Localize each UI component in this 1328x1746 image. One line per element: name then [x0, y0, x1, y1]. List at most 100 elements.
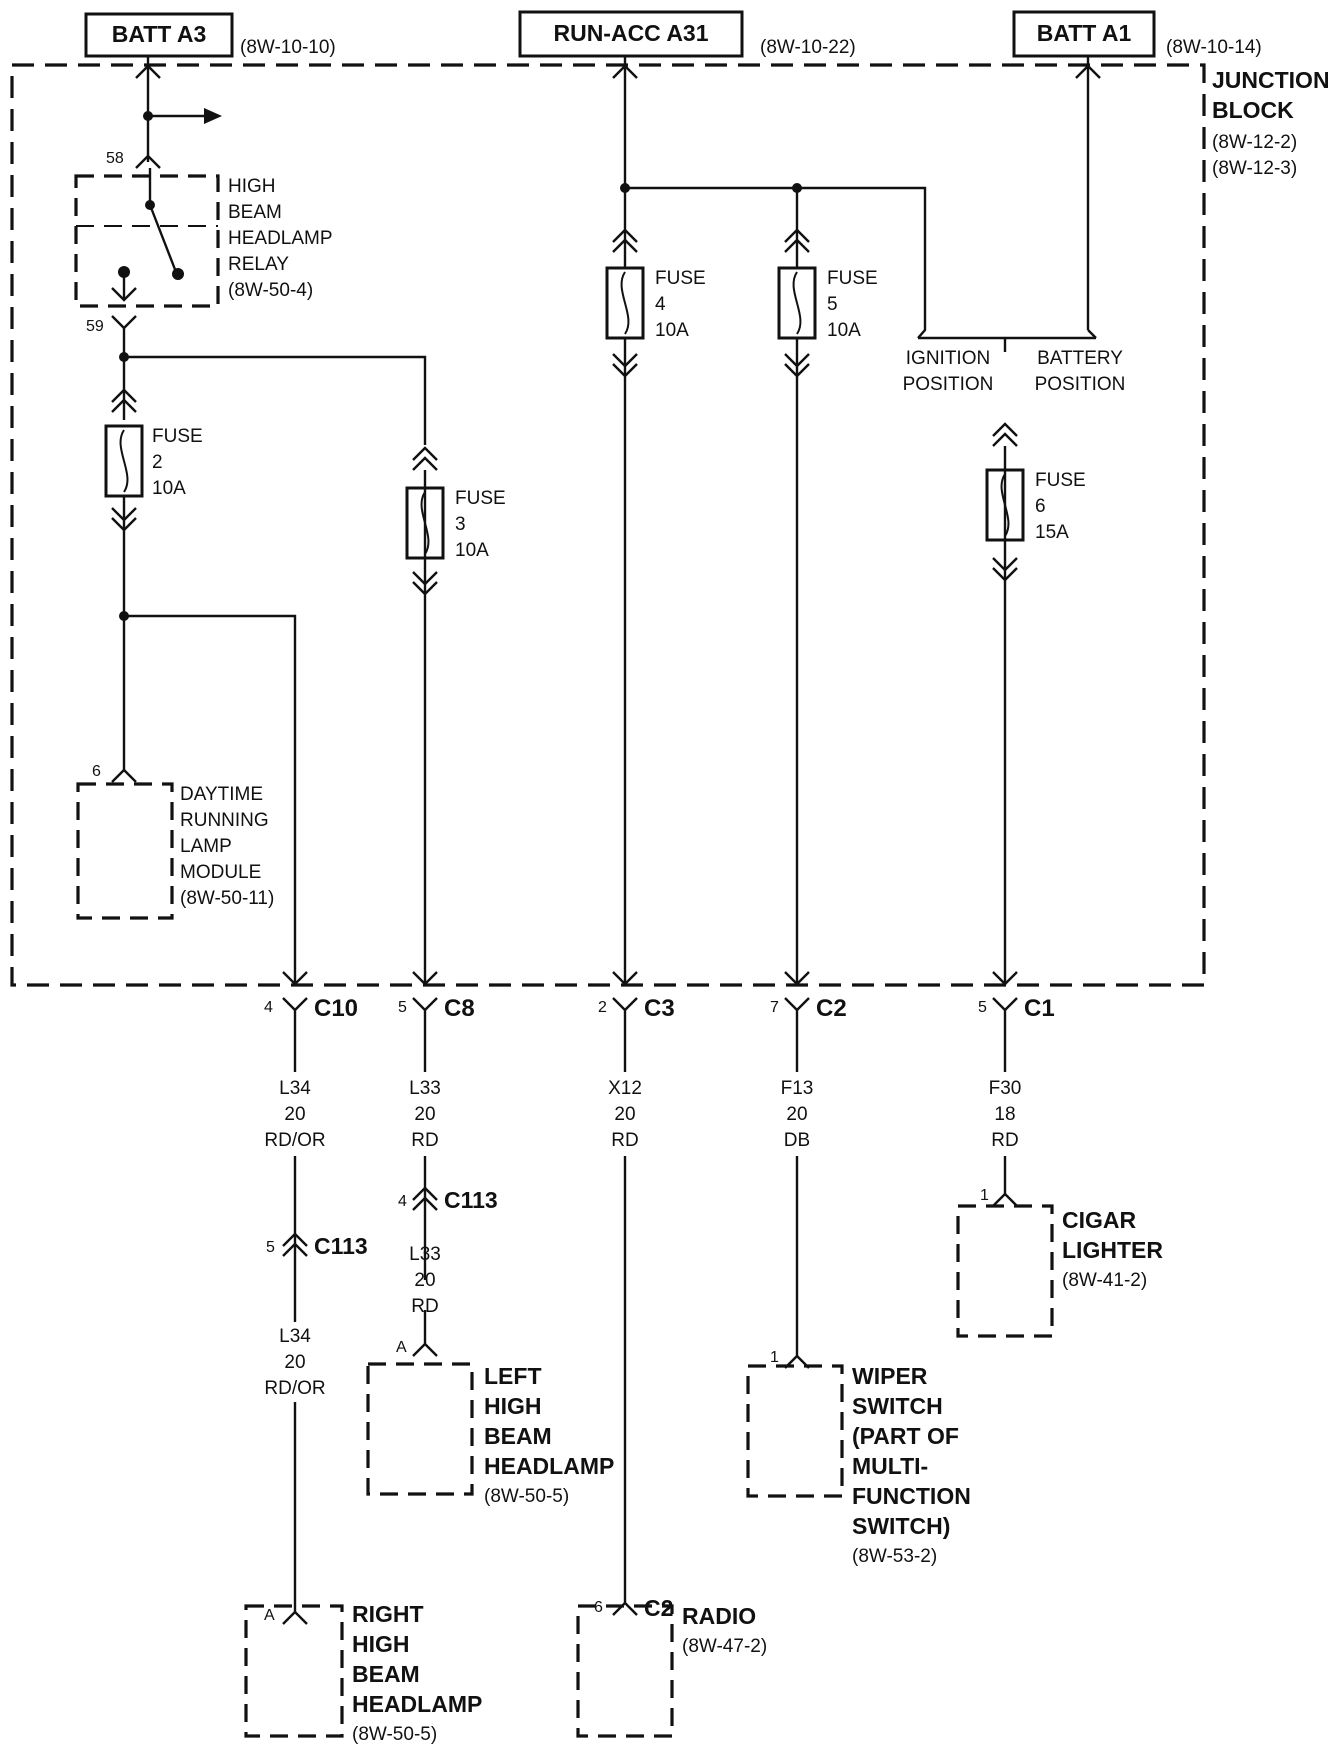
radio-ref: (8W-47-2)	[682, 1636, 767, 1657]
relay-label-line5: (8W-50-4)	[228, 280, 313, 301]
fuse-2: FUSE 2 10A	[104, 424, 297, 985]
inline-c113-right-pin: 5	[266, 1239, 275, 1256]
right-high-beam-headlamp: A RIGHT HIGH BEAM HEADLAMP (8W-50-5)	[244, 1601, 482, 1745]
relay-pin-58: 58	[106, 150, 124, 167]
fuse-6-label: FUSE	[1035, 470, 1086, 491]
left-high-beam-headlamp: A LEFT HIGH BEAM HEADLAMP (8W-50-5)	[366, 1339, 614, 1507]
junction-block-ref2: (8W-12-3)	[1212, 158, 1297, 179]
fuse-5-label: FUSE	[827, 268, 878, 289]
relay-label-line3: HEADLAMP	[228, 228, 333, 249]
wire-l34-gauge: 20	[284, 1104, 305, 1125]
left-headlamp-line1: LEFT	[484, 1363, 542, 1389]
right-headlamp-line4: HEADLAMP	[352, 1691, 482, 1717]
wire-f13-color: DB	[784, 1130, 810, 1151]
wire-f13-circuit: F13	[781, 1078, 814, 1099]
fuse-6: FUSE 6 15A	[985, 422, 1086, 985]
wire-f13: F13 20 DB	[781, 1078, 814, 1151]
fuse-6-number: 6	[1035, 496, 1046, 517]
fuse-3-label: FUSE	[455, 488, 506, 509]
wiper-switch-line5: FUNCTION	[852, 1483, 971, 1509]
wire-l34-lower-gauge: 20	[284, 1352, 305, 1373]
battery-position-line2: POSITION	[1035, 374, 1126, 395]
fuse-5-rating: 10A	[827, 320, 861, 341]
left-headlamp-pin: A	[396, 1339, 407, 1356]
wiper-switch-ref: (8W-53-2)	[852, 1546, 937, 1567]
inline-c113-left-name: C113	[444, 1187, 498, 1213]
wiper-switch-pin: 1	[770, 1349, 779, 1366]
wire-x12-gauge: 20	[614, 1104, 635, 1125]
cigar-lighter-line2: LIGHTER	[1062, 1237, 1163, 1263]
left-headlamp-line3: BEAM	[484, 1423, 552, 1449]
connector-c3-name: C3	[644, 995, 675, 1022]
connector-c2: 7 C2	[770, 971, 847, 1022]
fuse-2-number: 2	[152, 452, 163, 473]
drl-module: 6 DAYTIME RUNNING LAMP MODULE (8W-50-11)	[76, 763, 274, 920]
fuse-4-number: 4	[655, 294, 666, 315]
cigar-lighter-ref: (8W-41-2)	[1062, 1270, 1147, 1291]
fuse-3-rating: 10A	[455, 540, 489, 561]
connector-c2-pin: 7	[770, 999, 779, 1016]
relay-label-line1: HIGH	[228, 176, 276, 197]
left-headlamp-ref: (8W-50-5)	[484, 1486, 569, 1507]
wire-x12: X12 20 RD	[608, 1078, 642, 1151]
wire-l33-color: RD	[411, 1130, 438, 1151]
connector-c1-name: C1	[1024, 995, 1055, 1022]
fuse-3-number: 3	[455, 514, 466, 535]
wire-l34-circuit: L34	[279, 1078, 311, 1099]
circuit-batt-a1: IGNITION POSITION BATTERY POSITION	[903, 56, 1126, 395]
wire-x12-circuit: X12	[608, 1078, 642, 1099]
connector-c8: 5 C8	[398, 971, 475, 1022]
wiper-switch: 1 WIPER SWITCH (PART OF MULTI- FUNCTION …	[746, 1349, 971, 1567]
relay-label-line2: BEAM	[228, 202, 282, 223]
cigar-lighter: 1 CIGAR LIGHTER (8W-41-2)	[956, 1187, 1163, 1338]
relay-pin-59: 59	[86, 318, 104, 335]
inline-c113-left: 4 C113	[398, 1186, 498, 1213]
wiper-switch-line4: MULTI-	[852, 1453, 928, 1479]
radio: 6 C2 RADIO (8W-47-2)	[576, 1595, 767, 1738]
arrow-right-icon	[204, 108, 222, 124]
drl-label-line2: RUNNING	[180, 810, 269, 831]
high-beam-relay: HIGH BEAM HEADLAMP RELAY (8W-50-4)	[74, 168, 333, 308]
fuse-3: FUSE 3 10A	[405, 446, 506, 985]
connector-c8-pin: 5	[398, 999, 407, 1016]
wire-l33-gauge: 20	[414, 1104, 435, 1125]
wire-l33-circuit: L33	[409, 1078, 441, 1099]
drl-label-line1: DAYTIME	[180, 784, 263, 805]
cigar-lighter-line1: CIGAR	[1062, 1207, 1137, 1233]
wiper-switch-line2: SWITCH	[852, 1393, 943, 1419]
source-batt-a1-ref: (8W-10-14)	[1166, 37, 1262, 58]
connector-c3: 2 C3	[598, 971, 675, 1022]
drl-label-line4: MODULE	[180, 862, 261, 883]
wire-l34-color: RD/OR	[264, 1130, 325, 1151]
right-headlamp-line1: RIGHT	[352, 1601, 424, 1627]
radio-pin: 6	[594, 1599, 603, 1616]
wire-l33-lower-circuit: L33	[409, 1244, 441, 1265]
fuse-2-rating: 10A	[152, 478, 186, 499]
right-headlamp-line3: BEAM	[352, 1661, 420, 1687]
source-batt-a1: BATT A1 (8W-10-14)	[1012, 10, 1262, 58]
wire-f30-gauge: 18	[994, 1104, 1015, 1125]
right-headlamp-ref: (8W-50-5)	[352, 1724, 437, 1745]
wire-f13-gauge: 20	[786, 1104, 807, 1125]
source-batt-a3-ref: (8W-10-10)	[240, 37, 336, 58]
connector-c10-name: C10	[314, 995, 358, 1022]
junction-block-outline	[10, 63, 1206, 987]
fuse-4-rating: 10A	[655, 320, 689, 341]
inline-c113-right: 5 C113	[266, 1232, 368, 1259]
fuse-4: FUSE 4 10A	[605, 228, 706, 378]
wire-l33: L33 20 RD	[409, 1078, 441, 1151]
wire-x12-color: RD	[611, 1130, 638, 1151]
connector-c8-name: C8	[444, 995, 475, 1022]
inline-c113-right-name: C113	[314, 1233, 368, 1259]
junction-block-title1: JUNCTION	[1212, 67, 1328, 93]
right-headlamp-line2: HIGH	[352, 1631, 410, 1657]
inline-c113-left-pin: 4	[398, 1193, 407, 1210]
circuit-batt-a3: 58	[106, 56, 222, 169]
wire-l34: L34 20 RD/OR	[264, 1078, 325, 1151]
fuse-4-label: FUSE	[655, 268, 706, 289]
fuse-2-label: FUSE	[152, 426, 203, 447]
fuse-5: FUSE 5 10A	[777, 228, 878, 378]
source-batt-a3: BATT A3 (8W-10-10)	[84, 12, 336, 58]
drl-label-line5: (8W-50-11)	[180, 888, 274, 909]
